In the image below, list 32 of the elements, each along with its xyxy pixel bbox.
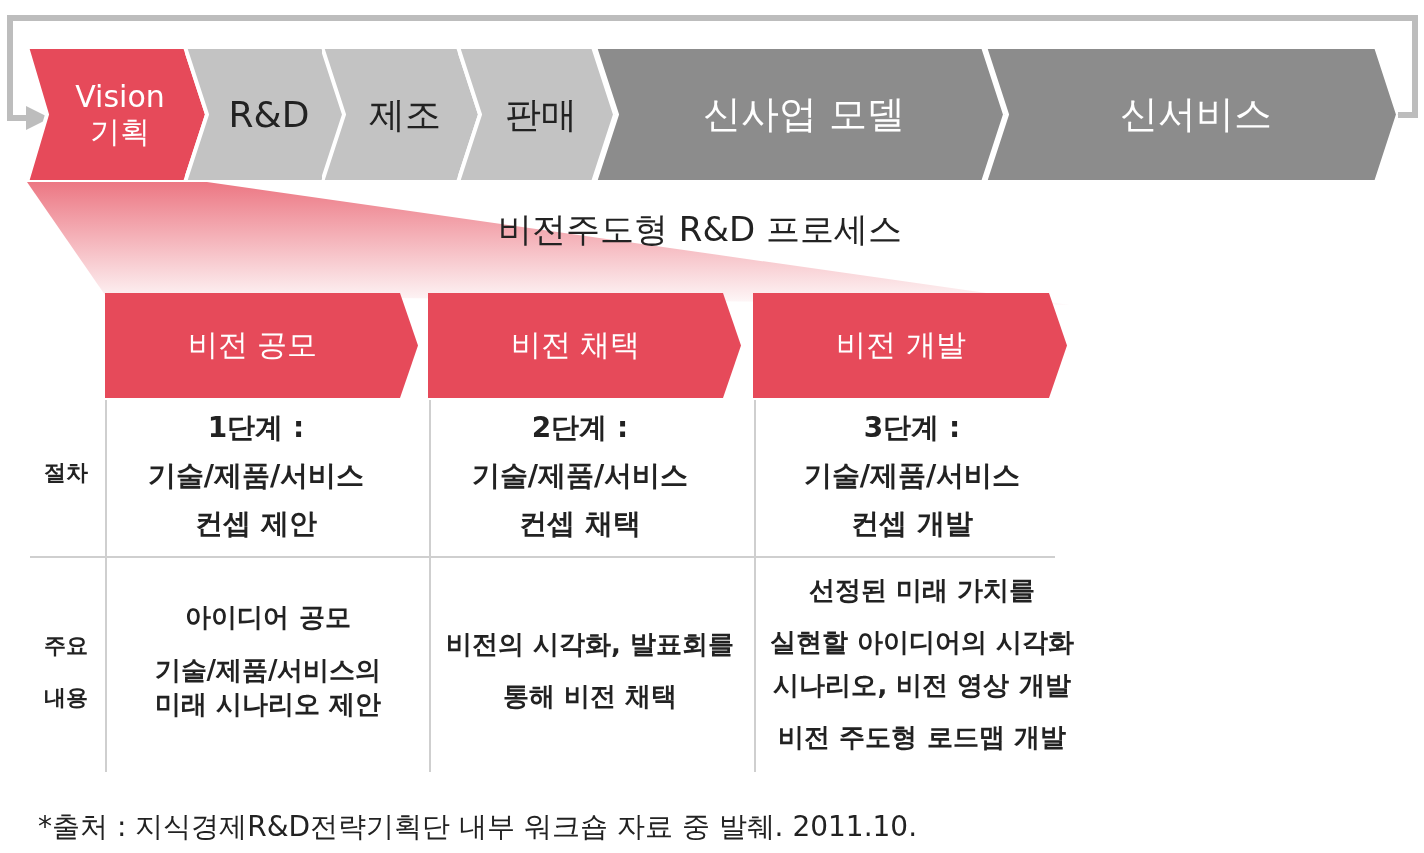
process-step [322, 47, 480, 182]
stage-header [753, 293, 1067, 398]
feedback-arrow [7, 15, 1418, 130]
stage-header [428, 293, 741, 398]
chevron-label: R&D [228, 93, 310, 136]
stage-header [105, 293, 418, 398]
section-title: 비전주도형 R&D 프로세스 [497, 208, 903, 251]
row-header: 주요 내용 [43, 632, 89, 712]
content-text: 비전 주도형 로드맵 개발 [777, 721, 1067, 754]
chevron-label: 비전 채택 [510, 328, 641, 363]
process-step [595, 47, 1005, 182]
process-step [185, 47, 345, 182]
content-text: 기술/제품/서비스의 미래 시나리오 제안 [153, 654, 383, 721]
content-text: 선정된 미래 가치를 실현할 아이디어의 시각화 [768, 574, 1076, 659]
chevron-label: 비전 개발 [836, 328, 966, 363]
chevron-label: 판매 [504, 93, 577, 136]
process-step [985, 47, 1398, 182]
step-description: 2단계 : 기술/제품/서비스 컨셉 채택 [470, 410, 690, 542]
chevron-label: 제조 [369, 93, 441, 136]
step-description: 1단계 : 기술/제품/서비스 컨셉 제안 [146, 410, 366, 542]
source-caption: *출처 : 지식경제R&D전략기획단 내부 워크숍 자료 중 발췌. 2011.10. [38, 809, 918, 845]
process-step [458, 47, 615, 182]
content-text: 아이디어 공모 [184, 601, 352, 634]
process-step [27, 47, 207, 182]
chevron-label: 신사업 모델 [702, 92, 906, 137]
chevron-label: Vision 기획 [74, 80, 166, 149]
chevron-label: 신서비스 [1119, 92, 1272, 137]
chevron-label: 비전 공모 [187, 328, 318, 363]
content-text: 시나리오, 비전 영상 개발 [772, 669, 1072, 702]
step-description: 3단계 : 기술/제품/서비스 컨셉 개발 [802, 410, 1022, 542]
content-text: 비전의 시각화, 발표회를 통해 비전 채택 [445, 628, 735, 713]
row-header: 절차 [43, 459, 89, 487]
